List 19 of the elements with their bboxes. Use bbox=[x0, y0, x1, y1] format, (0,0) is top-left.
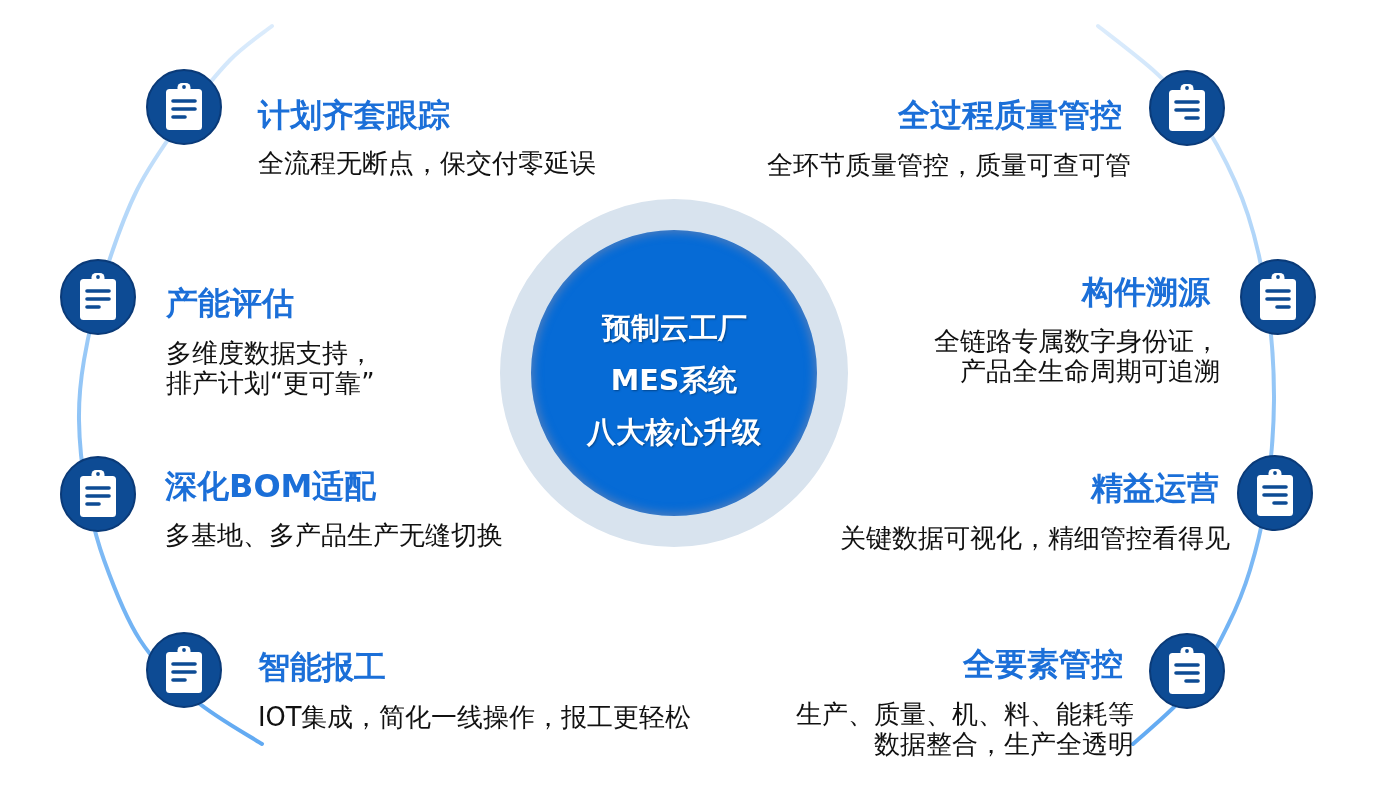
feature-description: 生产、质量、机、料、能耗等数据整合，生产全透明 bbox=[795, 699, 1134, 759]
feature-description: 多维度数据支持，排产计划“更可靠” bbox=[166, 338, 376, 398]
feature-title: 产能评估 bbox=[166, 284, 294, 322]
hub-text: 八大核心升级 bbox=[587, 415, 761, 449]
feature-description: 关键数据可视化，精细管控看得见 bbox=[840, 523, 1230, 553]
feature-description: 多基地、多产品生产无缝切换 bbox=[165, 520, 503, 550]
feature-title: 深化BOM适配 bbox=[165, 467, 377, 505]
feature-title: 计划齐套跟踪 bbox=[258, 96, 450, 134]
feature-title: 全过程质量管控 bbox=[898, 96, 1122, 134]
feature-title: 全要素管控 bbox=[963, 645, 1123, 683]
feature-description: 全环节质量管控，质量可查可管 bbox=[767, 150, 1131, 180]
hub-text: MES系统 bbox=[610, 363, 738, 397]
feature-title: 构件溯源 bbox=[1082, 273, 1210, 311]
hub-text: 预制云工厂 bbox=[601, 311, 747, 345]
feature-title: 精益运营 bbox=[1091, 469, 1219, 507]
feature-description: IOT集成，简化一线操作，报工更轻松 bbox=[258, 702, 692, 732]
feature-title: 智能报工 bbox=[258, 648, 386, 686]
feature-description: 全链路专属数字身份证，产品全生命周期可追溯 bbox=[933, 326, 1220, 386]
feature-description: 全流程无断点，保交付零延误 bbox=[258, 148, 596, 178]
